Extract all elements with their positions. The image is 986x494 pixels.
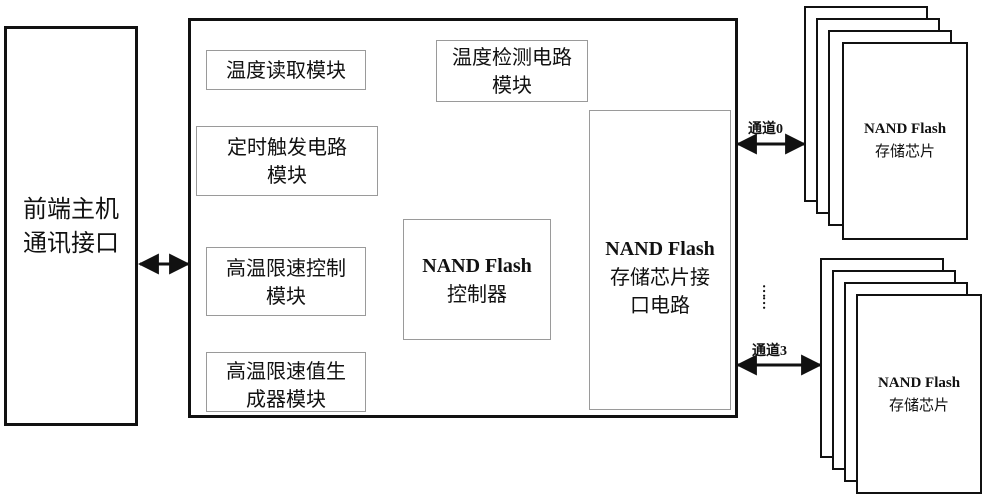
interface-line2: 存储芯片接	[609, 265, 710, 289]
speed-value-line2: 成器模块	[246, 387, 326, 411]
host-label-line1: 前端主机	[23, 195, 119, 223]
channel-3-label: 通道3	[752, 344, 787, 359]
controller-line1: NAND Flash	[422, 254, 532, 277]
chip-stack-top-front: NAND Flash 存储芯片	[842, 42, 968, 240]
interface-line3: 口电路	[629, 293, 690, 317]
chip-top-line2: 存储芯片	[874, 142, 935, 160]
speed-value-module: 高温限速值生 成器模块	[206, 352, 366, 412]
interface-line1: NAND Flash	[605, 238, 715, 260]
chip-stack-bottom-front: NAND Flash 存储芯片	[856, 294, 982, 494]
host-label-line2: 通讯接口	[23, 229, 119, 257]
chip-interface-module: NAND Flash 存储芯片接 口电路	[589, 110, 731, 410]
host-interface-box: 前端主机 通讯接口	[4, 26, 138, 426]
chip-top-line1: NAND Flash	[863, 121, 947, 137]
timer-module: 定时触发电路 模块	[196, 126, 378, 196]
temp-detect-module: 温度检测电路 模块	[436, 40, 588, 102]
nand-controller-module: NAND Flash 控制器	[403, 219, 551, 340]
timer-line2: 模块	[267, 163, 307, 187]
temp-read-module: 温度读取模块	[206, 50, 366, 90]
channel-ellipsis: ……	[759, 284, 774, 308]
temp-read-label: 温度读取模块	[226, 58, 346, 82]
temp-detect-line1: 温度检测电路	[452, 45, 572, 69]
channel-0-label: 通道0	[748, 122, 783, 137]
speed-control-line2: 模块	[266, 283, 306, 308]
speed-control-module: 高温限速控制 模块	[206, 247, 366, 316]
controller-line2: 控制器	[446, 281, 507, 306]
timer-line1: 定时触发电路	[227, 135, 347, 159]
speed-value-line1: 高温限速值生	[226, 359, 346, 383]
chip-bottom-line2: 存储芯片	[888, 396, 949, 414]
speed-control-line1: 高温限速控制	[226, 255, 346, 280]
chip-bottom-line1: NAND Flash	[877, 375, 961, 391]
temp-detect-line2: 模块	[492, 73, 532, 97]
